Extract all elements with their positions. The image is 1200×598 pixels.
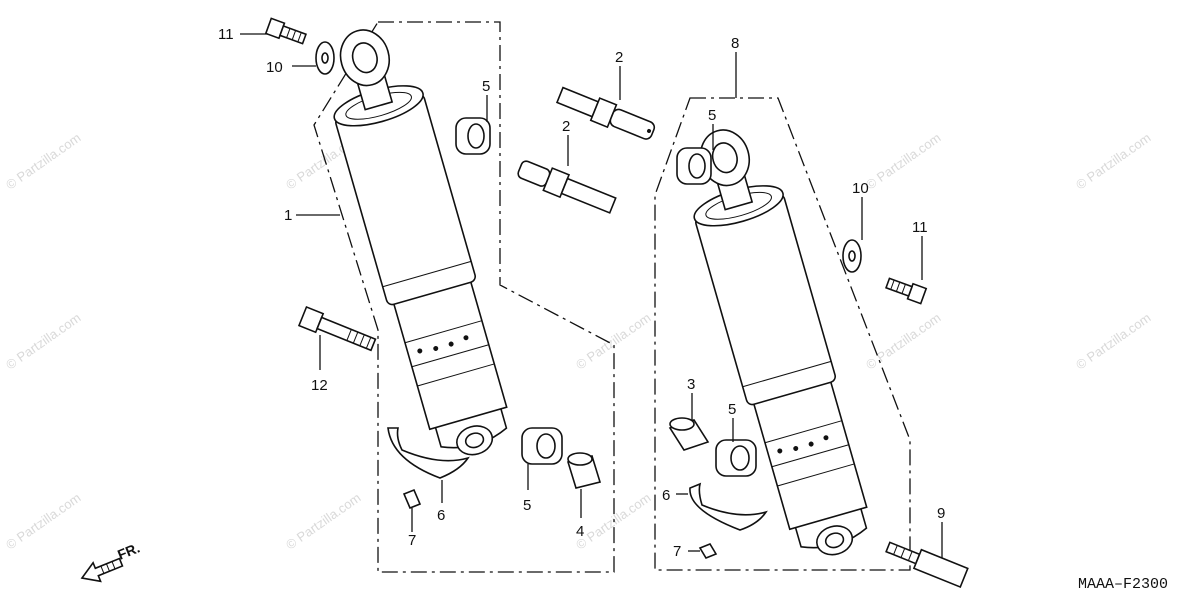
callout-8: 8 bbox=[731, 35, 739, 52]
watermark: © Partzilla.com bbox=[3, 490, 83, 553]
callout-12: 12 bbox=[311, 377, 328, 394]
clip-7-left[interactable] bbox=[402, 488, 422, 510]
band-6-right[interactable] bbox=[689, 482, 768, 531]
watermark: © Partzilla.com bbox=[573, 310, 653, 373]
callout-4: 4 bbox=[576, 523, 584, 540]
washer-10-right[interactable] bbox=[842, 239, 862, 273]
callout-2: 2 bbox=[562, 118, 570, 135]
callout-3: 3 bbox=[687, 376, 695, 393]
rubber-bushing-5-c[interactable] bbox=[521, 427, 563, 465]
watermark: © Partzilla.com bbox=[863, 310, 943, 373]
watermark: © Partzilla.com bbox=[283, 490, 363, 553]
right-assembly-outline bbox=[654, 97, 911, 571]
diagram-code: MAAA–F2300 bbox=[1078, 576, 1168, 593]
flange-bolt-11-left[interactable] bbox=[264, 17, 307, 46]
flange-bolt-12[interactable] bbox=[297, 305, 377, 354]
callout-2: 2 bbox=[615, 49, 623, 66]
callout-10: 10 bbox=[266, 59, 283, 76]
rubber-bushing-5-b[interactable] bbox=[676, 147, 712, 185]
callout-6: 6 bbox=[437, 507, 445, 524]
left-shock-absorber[interactable] bbox=[313, 18, 523, 466]
callout-5: 5 bbox=[708, 107, 716, 124]
front-direction-marker: FR. bbox=[80, 539, 142, 583]
watermark: © Partzilla.com bbox=[3, 130, 83, 193]
callout-5: 5 bbox=[523, 497, 531, 514]
watermark: © Partzilla.com bbox=[863, 130, 943, 193]
watermark: © Partzilla.com bbox=[573, 490, 653, 553]
callout-1: 1 bbox=[284, 207, 292, 224]
flange-bolt-11-right[interactable] bbox=[885, 276, 928, 305]
rubber-bushing-5-a[interactable] bbox=[455, 117, 491, 155]
callout-5: 5 bbox=[482, 78, 490, 95]
callout-9: 9 bbox=[937, 505, 945, 522]
clip-7-right[interactable] bbox=[698, 543, 718, 559]
collar-9[interactable] bbox=[884, 538, 969, 589]
stud-bolt-2-lower[interactable] bbox=[516, 157, 618, 217]
callout-11: 11 bbox=[218, 26, 234, 43]
callout-10: 10 bbox=[852, 180, 869, 197]
watermark: © Partzilla.com bbox=[1073, 130, 1153, 193]
front-label: FR. bbox=[115, 539, 142, 562]
stud-bolt-2-upper[interactable] bbox=[555, 84, 658, 144]
leader-lines bbox=[240, 33, 943, 558]
washer-10-left[interactable] bbox=[315, 41, 335, 75]
callout-7: 7 bbox=[673, 543, 681, 560]
watermark: © Partzilla.com bbox=[3, 310, 83, 373]
callout-6: 6 bbox=[662, 487, 670, 504]
band-6-left[interactable] bbox=[387, 427, 470, 479]
right-shock-absorber[interactable] bbox=[673, 118, 883, 566]
collar-3[interactable] bbox=[668, 417, 710, 451]
watermark: © Partzilla.com bbox=[1073, 310, 1153, 373]
callout-11: 11 bbox=[912, 219, 928, 236]
callout-5: 5 bbox=[728, 401, 736, 418]
left-assembly-outline bbox=[313, 21, 615, 573]
collar-4[interactable] bbox=[566, 452, 602, 489]
rubber-bushing-5-d[interactable] bbox=[715, 439, 757, 477]
callout-7: 7 bbox=[408, 532, 416, 549]
